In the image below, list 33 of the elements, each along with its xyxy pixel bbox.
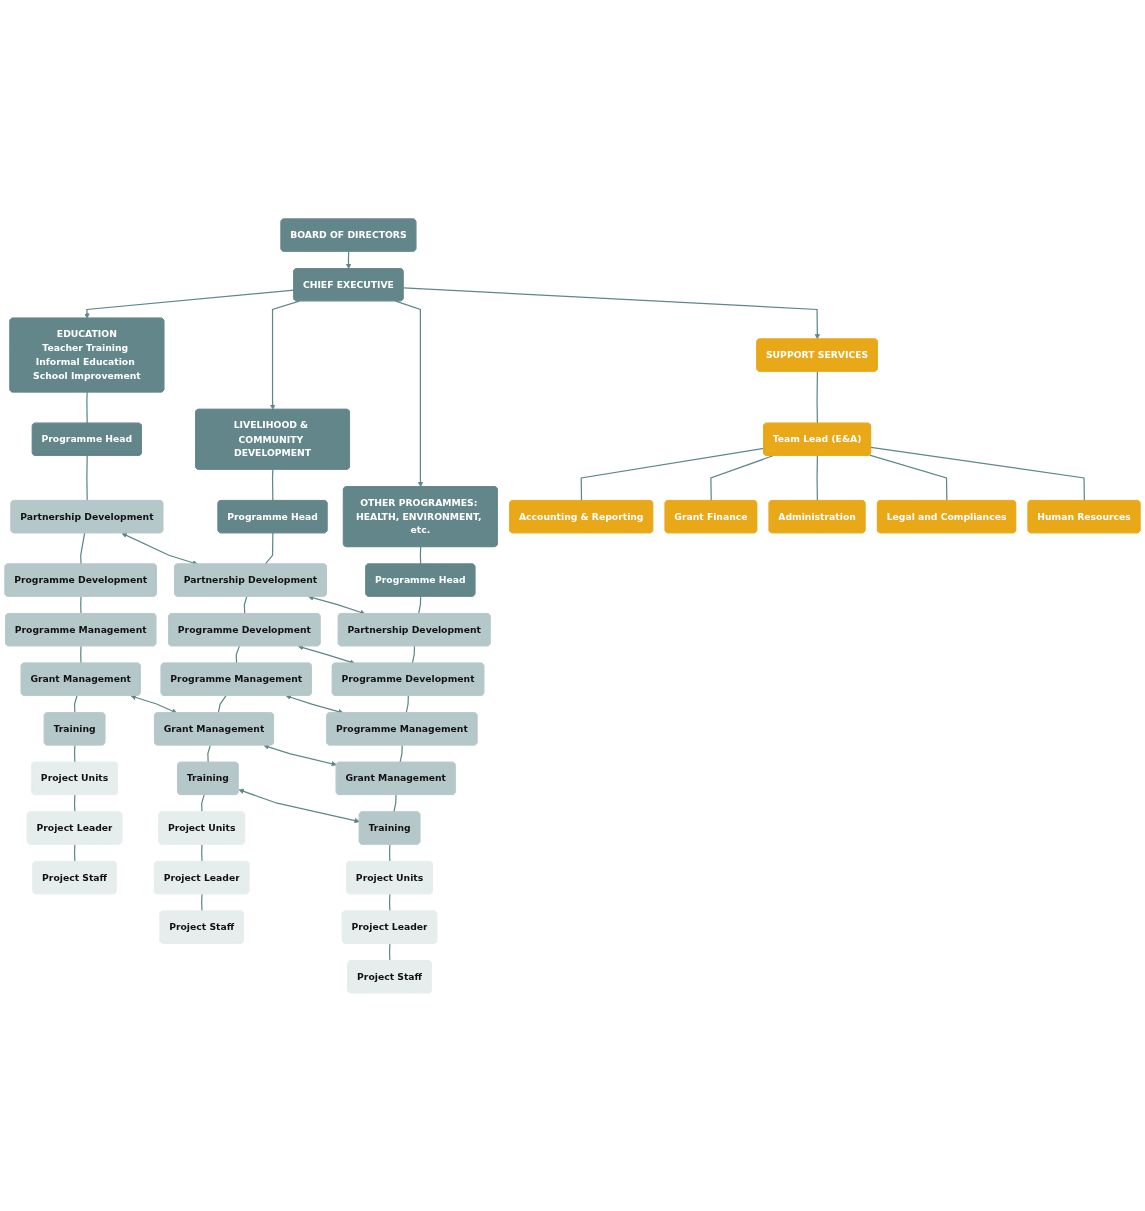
arrow bbox=[269, 300, 300, 410]
arrow bbox=[130, 694, 178, 714]
connector bbox=[411, 645, 416, 664]
connector bbox=[86, 454, 88, 501]
connector bbox=[580, 447, 765, 501]
connector bbox=[80, 645, 82, 664]
connector bbox=[393, 793, 397, 813]
connector bbox=[201, 843, 203, 862]
arrow bbox=[395, 300, 424, 487]
arrow bbox=[121, 532, 198, 565]
arrow bbox=[285, 694, 344, 714]
connector bbox=[405, 694, 409, 714]
connector bbox=[870, 446, 1085, 501]
connector bbox=[80, 595, 82, 614]
arrow bbox=[345, 250, 352, 269]
connector bbox=[264, 532, 274, 565]
connector bbox=[816, 370, 818, 424]
arrow bbox=[263, 743, 337, 766]
connector bbox=[869, 454, 948, 501]
connector bbox=[201, 793, 205, 813]
connector bbox=[207, 744, 211, 763]
connector bbox=[271, 468, 274, 501]
connector bbox=[201, 893, 203, 912]
arrow bbox=[402, 286, 821, 339]
connector bbox=[217, 694, 227, 714]
arrow bbox=[84, 289, 295, 319]
arrow bbox=[238, 788, 360, 823]
connector bbox=[399, 744, 403, 763]
connector bbox=[86, 391, 88, 424]
arrow bbox=[308, 594, 366, 615]
connector bbox=[816, 454, 818, 501]
connector bbox=[80, 532, 86, 565]
connector bbox=[710, 454, 774, 501]
